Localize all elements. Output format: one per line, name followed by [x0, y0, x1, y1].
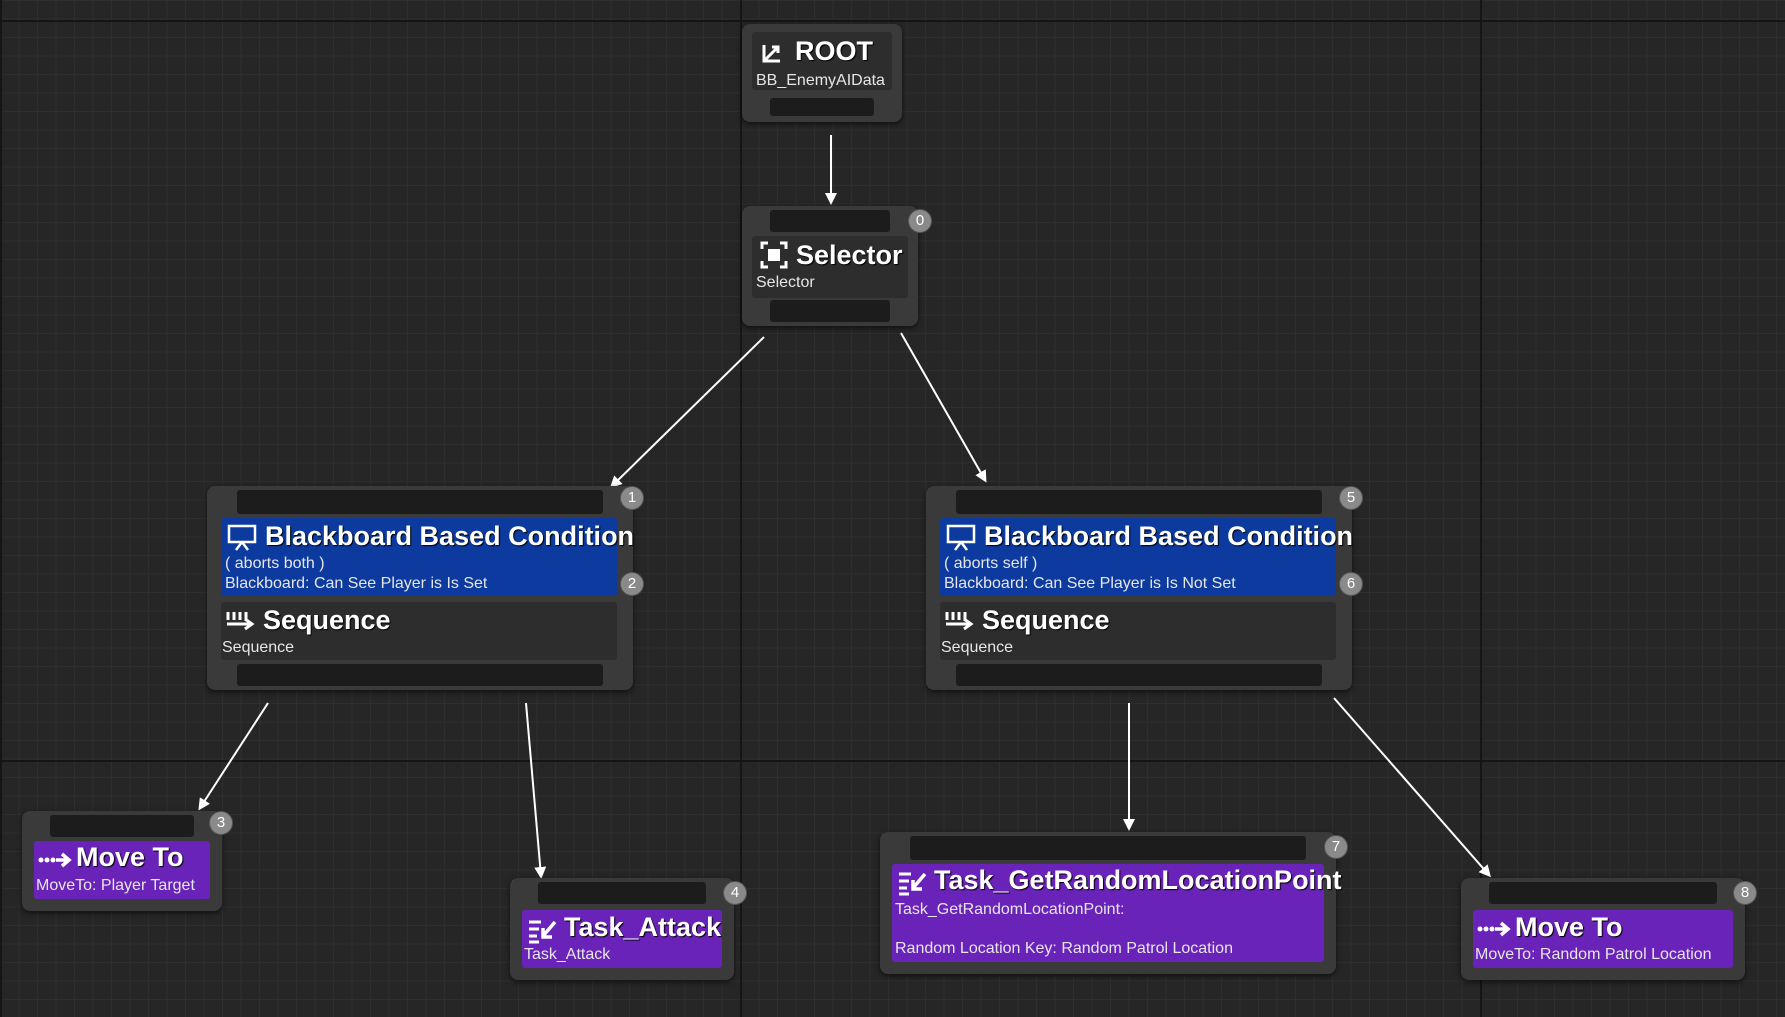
- left-decorator-line1: ( aborts both ): [225, 555, 325, 572]
- root-output-pin[interactable]: [770, 98, 874, 116]
- move-to-patrol-subtitle: MoveTo: Random Patrol Location: [1475, 946, 1712, 963]
- left-composite-subtitle: Sequence: [222, 639, 295, 656]
- left-decorator-card[interactable]: [221, 518, 617, 596]
- task-random-location-line2: Random Location Key: Random Patrol Locat…: [895, 940, 1233, 957]
- selector-index-badge: 0: [908, 209, 932, 233]
- move-to-player-card: [34, 841, 210, 899]
- wire-selector-left: [609, 336, 765, 489]
- selector-title: Selector: [796, 240, 903, 270]
- task-random-location-index-badge: 7: [1324, 835, 1348, 859]
- task-random-location-line1: Task_GetRandomLocationPoint:: [895, 901, 1125, 918]
- move-to-patrol-title: Move To: [1515, 912, 1623, 942]
- right-output-pin[interactable]: [956, 664, 1322, 686]
- task-attack-input-pin[interactable]: [538, 882, 706, 904]
- move-to-patrol-node[interactable]: Move To MoveTo: Random Patrol Location: [1461, 878, 1745, 980]
- task-random-location-card: [892, 864, 1324, 962]
- right-composite-card: [940, 602, 1336, 660]
- move-to-icon: [1477, 921, 1511, 937]
- task-attack-index-badge: 4: [723, 881, 747, 905]
- left-decorator-index-badge: 2: [620, 572, 644, 596]
- task-icon: [529, 920, 557, 944]
- sequence-icon: [226, 612, 255, 631]
- left-decorator-line2: Blackboard: Can See Player is Is Set: [225, 575, 488, 592]
- blackboard-icon: [946, 524, 976, 551]
- left-composite-title: Sequence: [263, 605, 391, 635]
- selector-output-pin[interactable]: [770, 300, 890, 322]
- right-sequence-node[interactable]: Blackboard Based Condition ( aborts self…: [926, 486, 1354, 690]
- right-composite-subtitle: Sequence: [941, 639, 1014, 656]
- task-attack-title: Task_Attack: [564, 912, 722, 942]
- task-random-location-node[interactable]: Task_GetRandomLocationPoint Task_GetRand…: [880, 832, 1342, 974]
- move-to-player-subtitle: MoveTo: Player Target: [36, 877, 195, 894]
- root-icon: [762, 45, 780, 63]
- left-composite-card: [221, 602, 617, 660]
- right-index-badge: 5: [1339, 486, 1363, 510]
- selector-input-pin[interactable]: [770, 210, 890, 232]
- move-to-player-input-pin[interactable]: [50, 815, 194, 837]
- right-decorator-index-badge: 6: [1339, 572, 1363, 596]
- left-decorator-title: Blackboard Based Condition: [265, 521, 635, 551]
- task-random-location-input-pin[interactable]: [910, 836, 1306, 860]
- move-to-player-title: Move To: [76, 842, 184, 872]
- selector-subtitle: Selector: [756, 274, 815, 291]
- task-random-location-title: Task_GetRandomLocationPoint: [934, 865, 1342, 895]
- right-decorator-line2: Blackboard: Can See Player is Is Not Set: [944, 575, 1236, 592]
- move-to-patrol-input-pin[interactable]: [1489, 882, 1717, 904]
- move-to-player-node[interactable]: Move To MoveTo: Player Target: [22, 811, 222, 911]
- left-input-pin[interactable]: [237, 490, 603, 514]
- task-attack-card: [522, 910, 722, 968]
- left-sequence-node[interactable]: Blackboard Based Condition ( aborts both…: [207, 486, 635, 690]
- move-to-patrol-card: [1473, 910, 1733, 968]
- sequence-icon: [945, 612, 974, 631]
- task-icon: [899, 872, 927, 896]
- root-title: ROOT: [795, 36, 873, 66]
- left-index-badge: 1: [620, 486, 644, 510]
- move-to-patrol-index-badge: 8: [1733, 881, 1757, 905]
- selector-icon: [760, 241, 788, 269]
- selector-card: [752, 236, 908, 298]
- right-decorator-card[interactable]: [940, 518, 1336, 596]
- wire-selector-right: [900, 332, 987, 483]
- right-decorator-line1: ( aborts self ): [944, 555, 1038, 572]
- root-subtitle: BB_EnemyAIData: [756, 72, 885, 89]
- root-node[interactable]: ROOT BB_EnemyAIData: [742, 24, 902, 122]
- task-attack-node[interactable]: Task_Attack Task_Attack: [510, 878, 734, 980]
- wire-left-moveto: [198, 702, 269, 811]
- right-decorator-title: Blackboard Based Condition: [984, 521, 1354, 551]
- move-to-icon: [38, 852, 72, 868]
- blackboard-icon: [227, 524, 257, 551]
- right-input-pin[interactable]: [956, 490, 1322, 514]
- selector-node[interactable]: Selector Selector: [742, 206, 918, 326]
- wire-right-patrol: [1333, 697, 1491, 878]
- right-composite-title: Sequence: [982, 605, 1110, 635]
- wire-left-attack: [525, 702, 547, 879]
- left-output-pin[interactable]: [237, 664, 603, 686]
- move-to-player-index-badge: 3: [209, 811, 233, 835]
- task-attack-subtitle: Task_Attack: [524, 946, 611, 963]
